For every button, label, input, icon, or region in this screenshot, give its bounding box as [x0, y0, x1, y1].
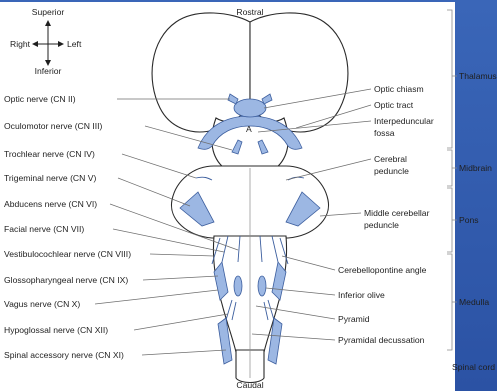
inferior-label: Inferior: [35, 66, 62, 76]
label-abducens-nerve: Abducens nerve (CN VI): [4, 199, 97, 209]
label-cerebellopontine-angle: Cerebellopontine angle: [338, 265, 427, 275]
label-middle-cerebellar-peduncle: peduncle: [364, 220, 399, 230]
label-trochlear-nerve: Trochlear nerve (CN IV): [4, 149, 95, 159]
right-thalamus-lobe: [250, 13, 348, 132]
inferior-olive-right: [258, 276, 266, 296]
label-optic-chiasm: Optic chiasm: [374, 84, 424, 94]
superior-label: Superior: [32, 7, 65, 17]
left-label: Left: [67, 39, 82, 49]
label-hypoglossal-nerve: Hypoglossal nerve (CN XII): [4, 325, 108, 335]
inferior-olive-left: [234, 276, 242, 296]
region-pons: Pons: [459, 215, 479, 225]
region-medulla: Medulla: [459, 297, 489, 307]
label-fossa: fossa: [374, 128, 395, 138]
label-peduncle: peduncle: [374, 166, 409, 176]
optic-chiasm-shape: [234, 99, 266, 117]
caudal-label: Caudal: [236, 380, 263, 390]
label-optic-nerve: Optic nerve (CN II): [4, 94, 76, 104]
region-midbrain: Midbrain: [459, 163, 492, 173]
label-vagus-nerve: Vagus nerve (CN X): [4, 299, 80, 309]
region-brackets: [447, 10, 457, 350]
label-facial-nerve: Facial nerve (CN VII): [4, 224, 84, 234]
label-interpeduncular: Interpeduncular: [374, 116, 434, 126]
interpeduncular-mark: A: [246, 124, 252, 134]
label-glossopharyngeal-nerve: Glossopharyngeal nerve (CN IX): [4, 275, 128, 285]
label-cerebral: Cerebral: [374, 154, 407, 164]
region-thalamus: Thalamus: [459, 71, 497, 81]
label-optic-tract: Optic tract: [374, 100, 414, 110]
label-spinal-accessory-nerve: Spinal accessory nerve (CN XI): [4, 350, 124, 360]
label-middle-cerebellar: Middle cerebellar: [364, 208, 430, 218]
rostral-label: Rostral: [236, 7, 263, 17]
label-pyramidal-decussation: Pyramidal decussation: [338, 335, 425, 345]
left-thalamus-lobe: [152, 13, 250, 132]
region-labels: Thalamus Midbrain Pons Medulla Spinal co…: [452, 71, 497, 372]
region-spinal-cord: Spinal cord: [452, 362, 495, 372]
label-oculomotor-nerve: Oculomotor nerve (CN III): [4, 121, 103, 131]
right-label: Right: [10, 39, 31, 49]
label-inferior-olive: Inferior olive: [338, 290, 385, 300]
label-vestibulocochlear-nerve: Vestibulocochlear nerve (CN VIII): [4, 249, 131, 259]
brain-outline: [152, 13, 348, 383]
left-labels: Optic nerve (CN II) Oculomotor nerve (CN…: [4, 94, 131, 360]
label-pyramid: Pyramid: [338, 314, 370, 324]
label-trigeminal-nerve: Trigeminal nerve (CN V): [4, 173, 96, 183]
orientation-compass: Superior Inferior Right Left: [10, 7, 82, 76]
